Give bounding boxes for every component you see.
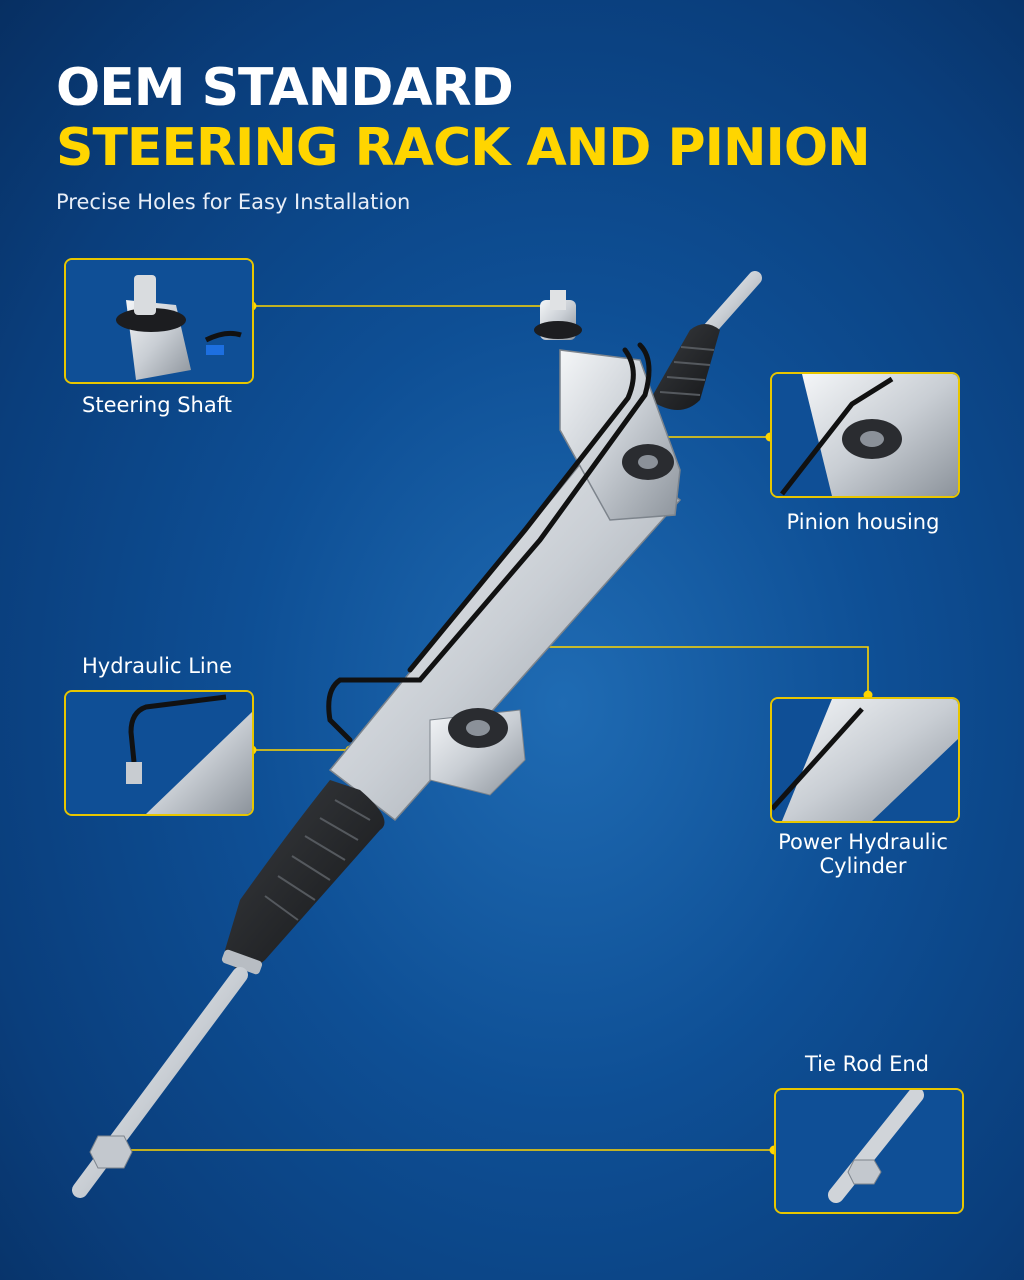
steering-shaft-callout-image [64, 258, 254, 384]
headline-line-2: STEERING RACK AND PINION [56, 118, 871, 178]
headline-line-1: OEM STANDARD [56, 58, 514, 118]
hydraulic-lines [326, 342, 652, 743]
callout-leader-lines [118, 305, 869, 1151]
leader-power-cylinder [493, 646, 869, 695]
hydraulic-line-callout-image [64, 690, 254, 816]
hydraulic-line-label: Hydraulic Line [81, 654, 232, 678]
upper-rubber-boot [650, 324, 720, 410]
power-cylinder-label-line-1: Power Hydraulic [778, 830, 948, 854]
power-cylinder-label-line-2: Cylinder [819, 854, 907, 878]
tie-rod-end-label: Tie Rod End [804, 1052, 930, 1076]
steering-shaft-label: Steering Shaft [82, 393, 232, 417]
power-cylinder-callout-image [770, 697, 960, 823]
lower-rubber-boot [221, 780, 385, 975]
power-cylinder-label: Power Hydraulic Cylinder [760, 830, 966, 878]
tie-rod-end-callout-image [774, 1088, 964, 1214]
pinion-housing-callout-image [770, 372, 960, 498]
pinion-housing-label: Pinion housing [786, 510, 940, 534]
subtitle: Precise Holes for Easy Installation [56, 190, 411, 214]
